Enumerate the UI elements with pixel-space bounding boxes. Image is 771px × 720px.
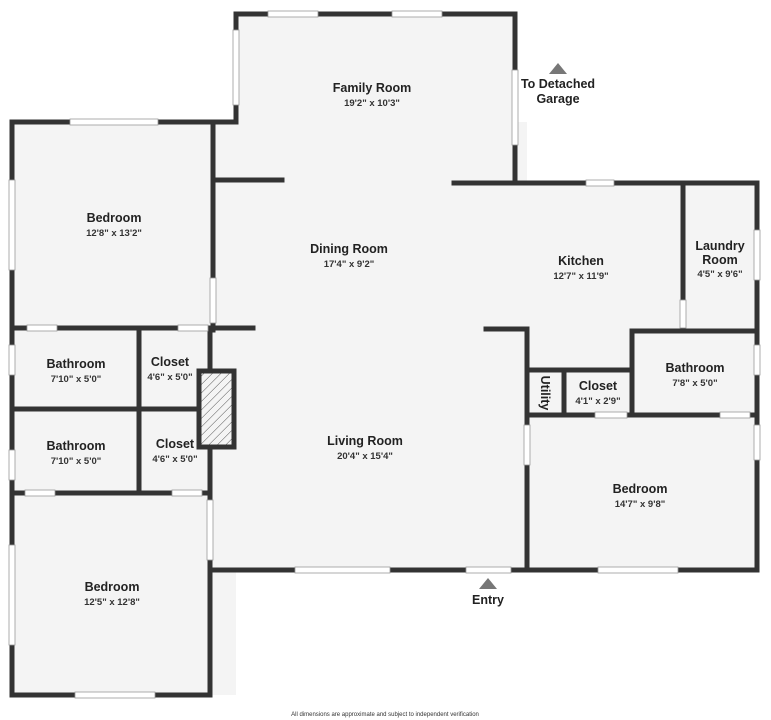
room-name: Utility [538,376,552,411]
room-dimensions: 4'6" x 5'0" [152,454,197,465]
window [753,424,761,461]
window [585,179,615,187]
room-name: Living Room [327,434,403,448]
garage-direction-icon [549,63,567,74]
chimney [196,368,237,450]
window [267,10,319,18]
room-dimensions: 4'1" x 2'9" [575,396,620,407]
window [8,449,16,481]
entry-label: Entry [472,593,504,607]
window [597,566,679,574]
room-name: Closet [579,379,618,393]
room-name: Bathroom [46,439,105,453]
room-dimensions: 20'4" x 15'4" [337,451,393,462]
room-dimensions: 12'5" x 12'8" [84,597,140,608]
window [8,544,16,646]
room-name: Bathroom [665,361,724,375]
window [753,344,761,376]
room-dimensions: 17'4" x 9'2" [324,259,375,270]
window [177,324,209,332]
room-dimensions: 4'6" x 5'0" [147,372,192,383]
garage-label-line1: To Detached [521,77,595,91]
window [8,179,16,271]
room-name: Bedroom [87,211,142,225]
room-name: Closet [156,437,195,451]
room-dimensions: 7'10" x 5'0" [51,374,102,385]
window [594,411,628,419]
window [753,229,761,281]
room-dimensions: 4'5" x 9'6" [697,269,742,280]
room-name: Closet [151,355,190,369]
room-name: Bedroom [85,580,140,594]
room-name: Family Room [333,81,412,95]
room-labels: Family Room 19'2" x 10'3" Dining Room 17'4"… [46,81,744,608]
room-dimensions: 7'8" x 5'0" [672,378,717,389]
footer-disclaimer: All dimensions are approximate and subje… [291,712,479,718]
window [171,489,203,497]
window [26,324,58,332]
room-name: Kitchen [558,254,604,268]
room-dimensions: 19'2" x 10'3" [344,98,400,109]
window [24,489,56,497]
room-dimensions: 12'8" x 13'2" [86,228,142,239]
window [391,10,443,18]
room-dimensions: 14'7" x 9'8" [615,499,666,510]
room-dimensions: 12'7" x 11'9" [553,271,608,282]
windows [8,10,761,699]
window [74,691,156,699]
window [679,299,687,329]
window [69,118,159,126]
garage-label-line2: Garage [536,92,579,106]
window [719,411,751,419]
window [8,344,16,376]
entry-arrow-icon [479,578,497,589]
window [465,566,512,574]
window [206,499,214,561]
window [523,424,531,466]
room-dimensions: 7'10" x 5'0" [51,456,102,467]
window [209,277,217,324]
window [511,69,519,146]
room-name: Dining Room [310,242,388,256]
window [232,29,240,106]
room-name: Bedroom [613,482,668,496]
window [294,566,391,574]
room-name: Bathroom [46,357,105,371]
